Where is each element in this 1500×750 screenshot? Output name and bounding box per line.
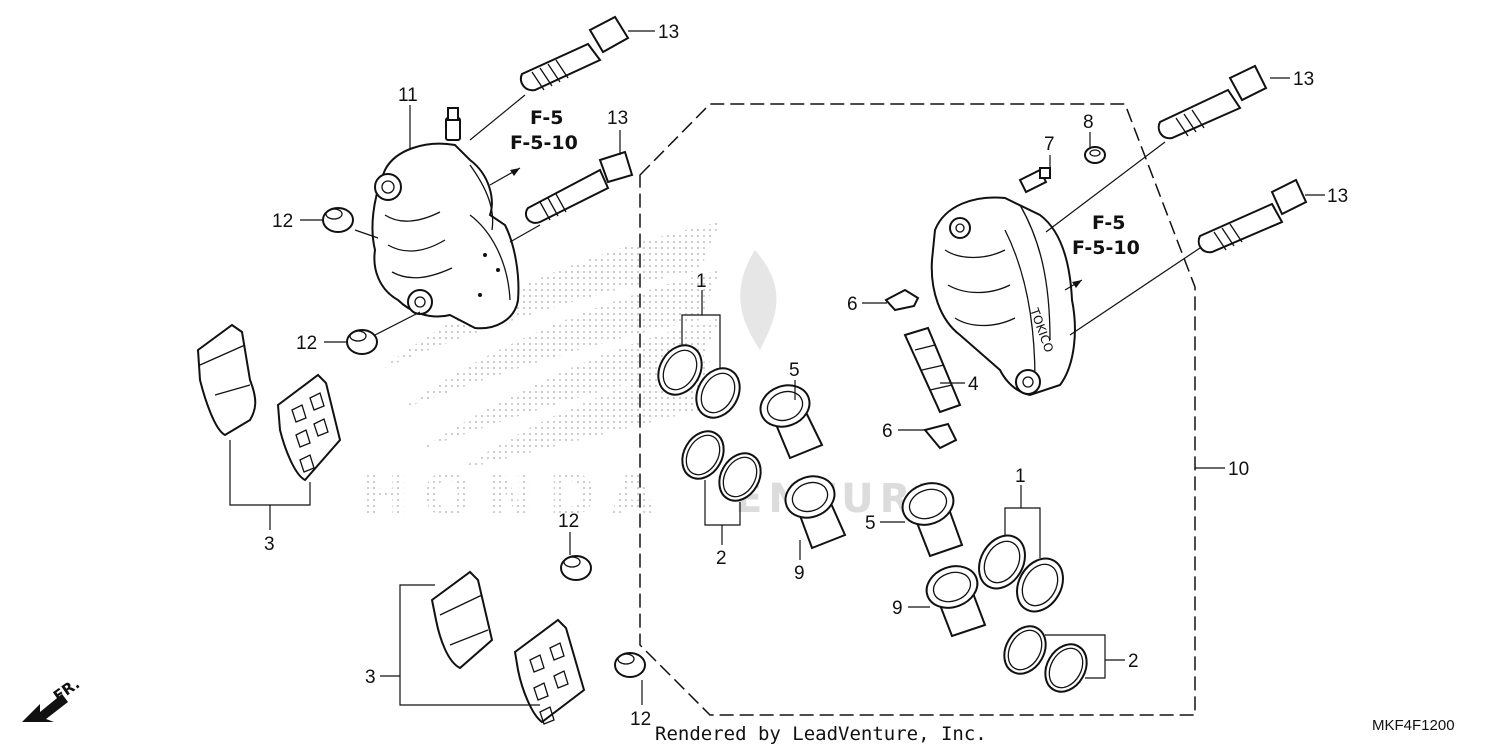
callout-13-mid-left: 13 — [607, 108, 628, 129]
bleeder-cap-8 — [1084, 146, 1106, 164]
brake-pad-set-upper — [196, 323, 342, 482]
callout-1-right: 1 — [1015, 466, 1026, 487]
reference-left-1: F-5 — [530, 107, 564, 129]
piston-9b — [925, 565, 987, 638]
bleeder-screw-7 — [1018, 167, 1051, 194]
piston-seal-1b — [695, 367, 741, 419]
callout-2-left: 2 — [716, 548, 727, 569]
bolt-upper-left — [519, 15, 630, 92]
pad-pin-6b — [923, 422, 958, 450]
callout-7: 7 — [1044, 134, 1055, 155]
callout-12-a: 12 — [272, 211, 293, 232]
piston-seal-1c — [978, 534, 1026, 590]
reference-right-2: F-5-10 — [1072, 237, 1140, 259]
callout-9-left: 9 — [794, 563, 805, 584]
bolt-upper-right — [1157, 64, 1268, 140]
callout-13-lower-right: 13 — [1327, 186, 1348, 207]
dust-seal-2a — [681, 430, 725, 480]
callout-4: 4 — [968, 374, 979, 395]
pad-spring-4 — [903, 326, 962, 414]
piston-5a — [759, 384, 824, 460]
right-caliper: TOKICO — [930, 196, 1076, 397]
callout-2-right: 2 — [1128, 651, 1139, 672]
callout-3-upper: 3 — [264, 534, 275, 555]
callout-3-lower: 3 — [365, 667, 376, 688]
dust-seal-2b — [718, 452, 762, 502]
callout-1-left: 1 — [696, 271, 707, 292]
dust-seal-2c — [1003, 625, 1047, 675]
callout-9-right: 9 — [892, 598, 903, 619]
dust-seal-2d — [1044, 643, 1088, 693]
watermark-text: HONDA — [360, 461, 669, 529]
callout-8: 8 — [1083, 112, 1094, 133]
rubber-cap-12a — [322, 207, 354, 233]
rubber-cap-12b — [346, 329, 378, 355]
brake-pad-set-lower — [430, 570, 586, 725]
piston-5b — [901, 482, 964, 558]
callout-12-b: 12 — [296, 333, 317, 354]
front-direction-arrow: FR. — [22, 675, 83, 722]
reference-arrows — [489, 167, 1083, 291]
callout-11: 11 — [398, 85, 418, 106]
callout-13-top: 13 — [658, 22, 679, 43]
callout-12-c: 12 — [558, 511, 579, 532]
callout-5-left: 5 — [789, 360, 800, 381]
piston-seal-1a — [657, 344, 703, 396]
diagram-code: MKF4F1200 — [1372, 717, 1455, 734]
callout-10: 10 — [1228, 459, 1249, 480]
callout-6-upper: 6 — [847, 294, 858, 315]
callout-6-lower: 6 — [882, 421, 893, 442]
caliper-assembly-outline — [639, 103, 1196, 716]
render-credit: Rendered by LeadVenture, Inc. — [655, 723, 987, 745]
callout-13-upper-right: 13 — [1293, 69, 1314, 90]
rubber-cap-12d — [614, 652, 646, 678]
pad-pin-6a — [884, 288, 920, 312]
bolt-middle-left — [524, 150, 634, 224]
reference-left-2: F-5-10 — [510, 132, 578, 154]
reference-right-1: F-5 — [1092, 212, 1126, 234]
rubber-cap-12c — [560, 555, 592, 581]
callout-12-d: 12 — [630, 709, 651, 730]
callout-5-right: 5 — [865, 513, 876, 534]
bolt-lower-right — [1197, 178, 1308, 254]
piston-seal-1d — [1016, 557, 1064, 613]
piston-9a — [784, 475, 847, 550]
left-caliper — [371, 107, 520, 330]
leader-lines — [229, 30, 1325, 706]
